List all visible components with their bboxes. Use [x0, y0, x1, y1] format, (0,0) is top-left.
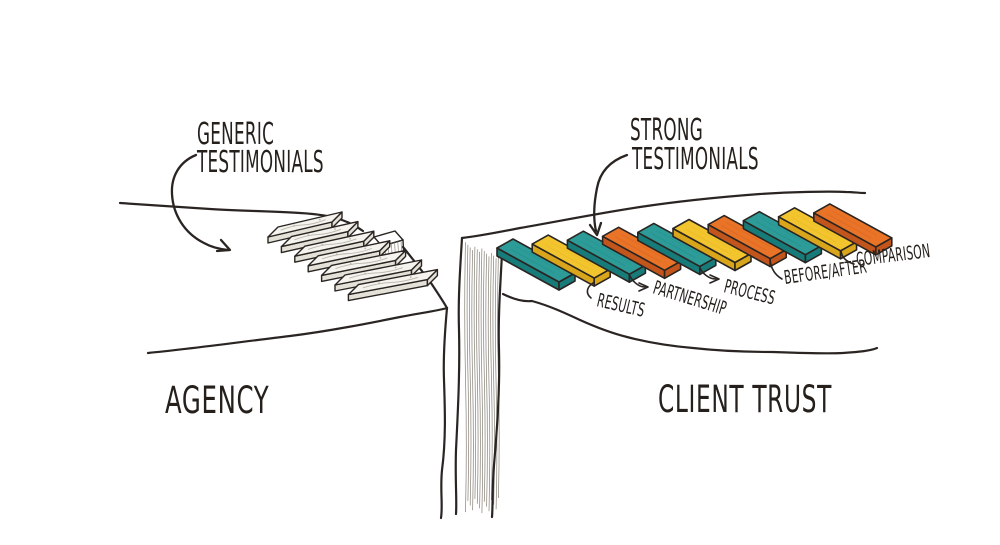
generic-planks — [267, 211, 439, 302]
right-cliff-wall-left-edge — [454, 236, 464, 516]
bridge-planks — [496, 203, 893, 291]
strong-testimonials-line1: STRONG — [630, 112, 703, 148]
right-cliff-wall-right-edge — [490, 252, 504, 519]
bridge-plank-2 — [531, 234, 612, 287]
comparison-connector — [840, 250, 855, 265]
bridge-plank-10 — [812, 203, 893, 256]
partnership-label: PARTNERSHIP — [651, 277, 730, 320]
strong-testimonials-arrow — [593, 153, 629, 233]
bridge-plank-8 — [742, 210, 823, 264]
partnership-connector-arrowhead — [638, 282, 649, 292]
left-cliff-chasm-wall — [439, 306, 449, 520]
left-cliff-front-edge — [146, 306, 449, 355]
strong-testimonials-arrowhead-icon — [588, 221, 603, 237]
before-after-connector — [769, 259, 783, 280]
generic-plank-6 — [334, 259, 423, 292]
generic-testimonials-annotation: GENERIC TESTIMONIALS — [170, 116, 324, 253]
bridge-plank-5 — [636, 222, 717, 276]
process-connector-arrowhead — [709, 274, 720, 284]
right-cliff-front-edge — [501, 292, 879, 355]
generic-testimonials-line2: TESTIMONIALS — [196, 144, 323, 180]
results-label: RESULTS — [595, 289, 647, 321]
chasm — [454, 236, 504, 519]
agency-label: AGENCY — [165, 380, 269, 422]
generic-plank-5 — [320, 249, 407, 283]
results-connector — [586, 282, 594, 299]
process-connector — [699, 267, 717, 280]
partnership-connector — [629, 275, 646, 288]
bridge-plank-6 — [672, 218, 752, 272]
chasm-wall-hatching — [464, 242, 500, 514]
generic-plank-4 — [307, 240, 391, 273]
generic-plank-3 — [294, 230, 375, 263]
process-label: PROCESS — [722, 275, 778, 309]
right-cliff — [460, 190, 879, 355]
generic-testimonials-arrow — [170, 153, 230, 252]
client-trust-label: CLIENT TRUST — [658, 378, 832, 421]
left-cliff-back-edge — [118, 201, 365, 233]
bridge-plank-1 — [496, 238, 576, 291]
left-cliff — [118, 201, 449, 520]
generic-plank-7 — [347, 268, 439, 302]
strong-testimonials-line2: TESTIMONIALS — [631, 141, 758, 177]
strong-testimonials-annotation: STRONG TESTIMONIALS — [588, 112, 759, 237]
bridge-plank-7 — [707, 214, 788, 268]
generic-plank-2 — [280, 220, 359, 254]
generic-testimonials-line1: GENERIC — [197, 116, 274, 152]
right-cliff-back-edge — [460, 190, 867, 240]
before-after-label: BEFORE/AFTER — [783, 255, 869, 288]
left-cliff-ledge-edge — [401, 245, 449, 310]
generic-testimonials-arrowhead-icon — [215, 238, 232, 253]
